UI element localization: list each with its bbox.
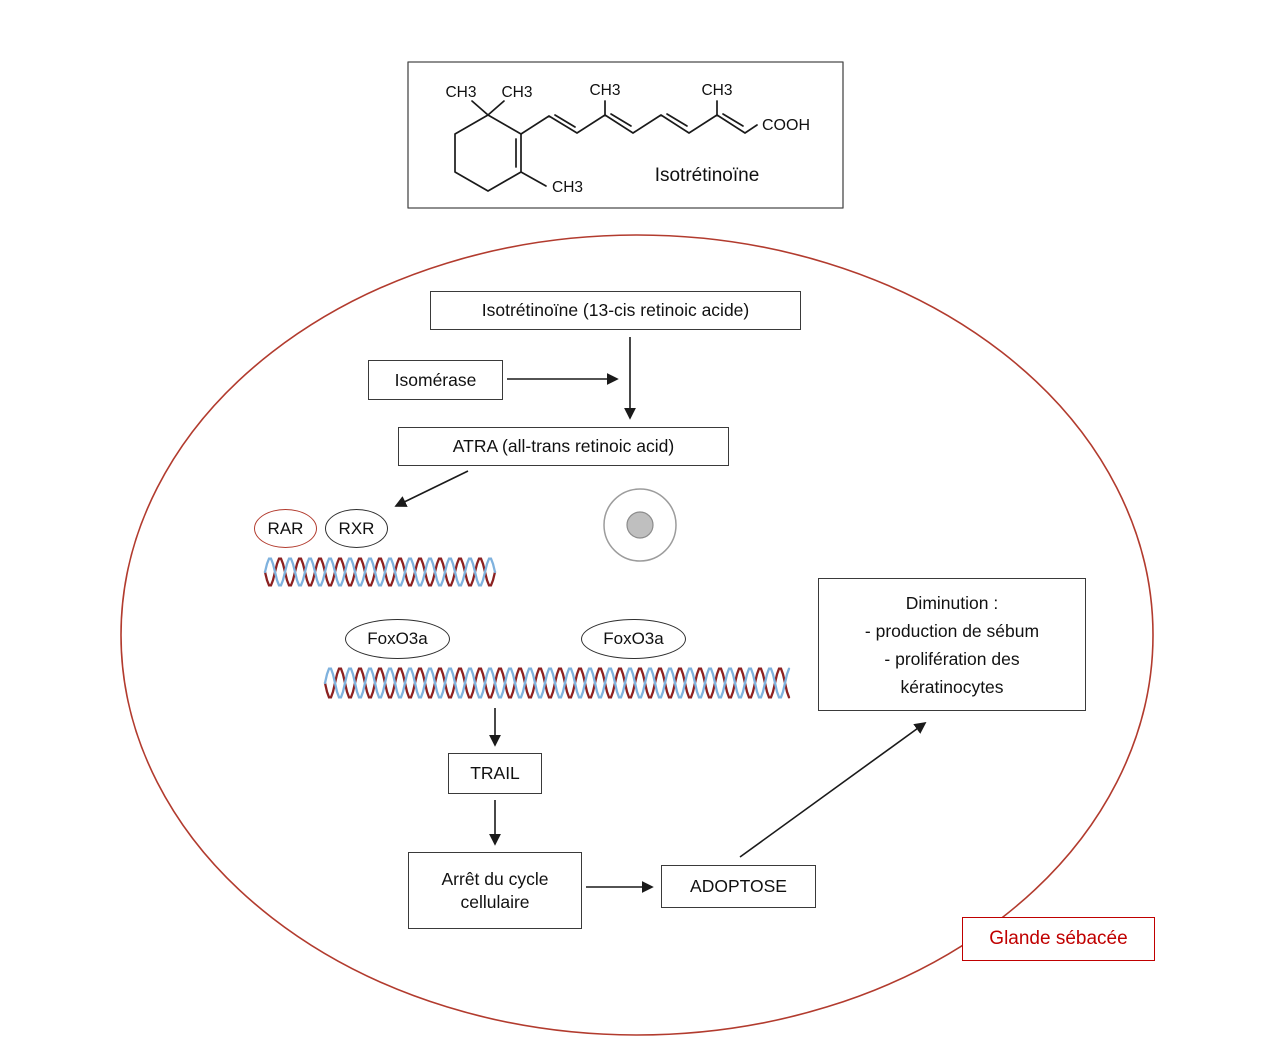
node-atra: ATRA (all-trans retinoic acid) <box>398 427 729 466</box>
gem-methyl-bond-left <box>471 100 489 116</box>
molecule-name: Isotrétinoïne <box>655 165 760 186</box>
molecule-frame <box>407 61 844 209</box>
vesicle-core-icon <box>626 511 654 539</box>
molecule-labels: CH3 CH3 CH3 CH3 CH3 COOH Isotrétinoïne <box>445 82 810 196</box>
ring-methyl-bond <box>520 171 547 187</box>
cooh-label: COOH <box>762 117 810 134</box>
dna-helix-2 <box>323 667 791 699</box>
chain-double-bond <box>666 113 688 127</box>
arrow-adoptose-to-diminution <box>739 721 927 858</box>
polyene-chain <box>520 114 758 135</box>
node-adoptose: ADOPTOSE <box>661 865 816 908</box>
dna-strand-red <box>263 557 497 587</box>
dna-strand-blue <box>263 557 497 587</box>
ch3-label: CH3 <box>445 84 476 101</box>
node-isomerase: Isomérase <box>368 360 503 400</box>
cell-label: Glande sébacée <box>962 917 1155 961</box>
node-diminution: Diminution : - production de sébum - pro… <box>818 578 1086 711</box>
ch3-label: CH3 <box>501 84 532 101</box>
dna-strand-red <box>323 667 791 699</box>
gem-methyl-bond-right <box>487 100 505 116</box>
node-foxo3a-1: FoxO3a <box>345 619 450 659</box>
chain-double-bond <box>554 114 576 128</box>
cell-outline <box>120 234 1154 1036</box>
dna-helix-1 <box>263 557 497 587</box>
diminution-line-1: Diminution : <box>905 592 999 613</box>
ch3-label: CH3 <box>701 82 732 99</box>
node-foxo3a-2: FoxO3a <box>581 619 686 659</box>
chain-double-bond <box>610 113 632 127</box>
diminution-line-3: - prolifération des <box>884 648 1020 669</box>
ch3-label: CH3 <box>552 179 583 196</box>
arrows <box>394 337 927 893</box>
node-isotretinoine: Isotrétinoïne (13-cis retinoic acide) <box>430 291 801 330</box>
node-cycle-arrest: Arrêt du cycle cellulaire <box>408 852 582 929</box>
arrow-atra-to-rarrxr <box>394 470 469 507</box>
node-rar: RAR <box>254 509 317 548</box>
diminution-line-4: kératinocytes <box>900 676 1004 697</box>
node-rxr: RXR <box>325 509 388 548</box>
molecule-figure <box>407 61 844 209</box>
ch3-label: CH3 <box>589 82 620 99</box>
chain-double-bond <box>722 113 744 127</box>
node-trail: TRAIL <box>448 753 542 794</box>
diminution-line-2: - production de sébum <box>864 620 1040 641</box>
dna-strand-blue <box>323 667 791 699</box>
